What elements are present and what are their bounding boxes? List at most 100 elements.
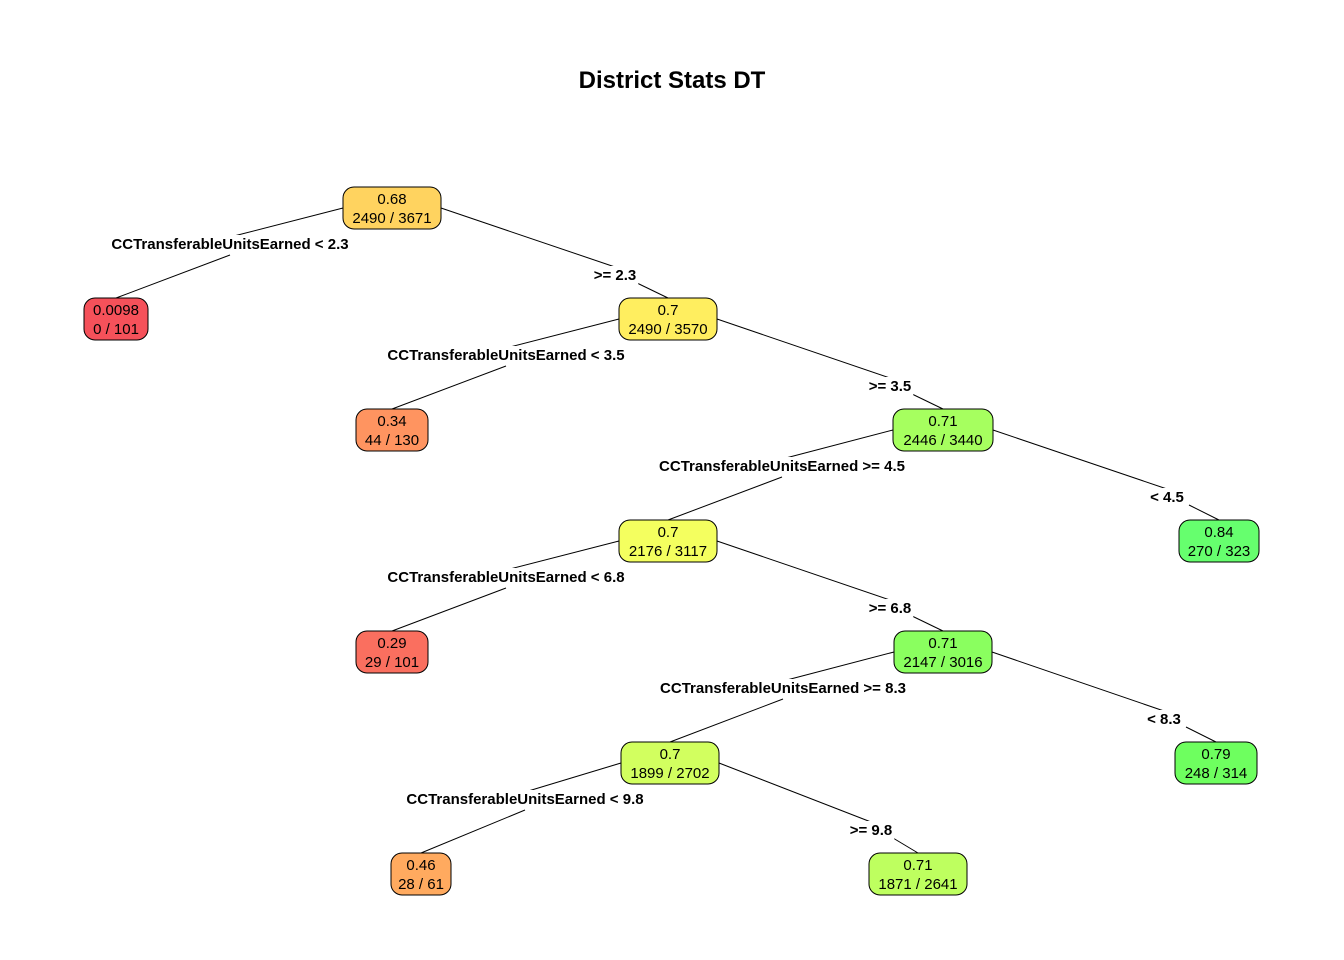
node-box <box>893 630 993 674</box>
node-box <box>892 408 994 452</box>
node-counts: 270 / 323 <box>1188 543 1251 560</box>
edge-left-s9 <box>782 651 895 682</box>
node-box <box>342 186 442 230</box>
edge-left-lower-s9 <box>669 698 784 743</box>
chart-title: District Stats DT <box>579 67 766 94</box>
split-label-left: CCTransferableUnitsEarned < 9.8 <box>406 791 643 808</box>
node-value: 0.71 <box>928 413 957 430</box>
node-value: 0.0098 <box>93 302 139 319</box>
node-value: 0.29 <box>377 635 406 652</box>
tree-nodes: 0.68 2490 / 3671 0.0098 0 / 101 0.7 2490 / 35… <box>83 186 1260 896</box>
tree-node: 0.84 270 / 323 <box>1178 519 1260 563</box>
split-label-bg <box>658 679 908 698</box>
split-labels: CCTransferableUnitsEarned < 2.3 >= 2.3CCT… <box>109 235 1186 840</box>
tree-node: 0.71 2446 / 3440 <box>892 408 994 452</box>
split-label-bg <box>385 346 627 365</box>
node-counts: 2490 / 3570 <box>628 321 707 338</box>
edge-left-lower-s5 <box>667 476 783 521</box>
edge-left-s3 <box>505 318 620 349</box>
edge-right-lower-s1 <box>636 282 669 299</box>
split-label-left: CCTransferableUnitsEarned >= 4.5 <box>659 458 905 475</box>
split-label-left: CCTransferableUnitsEarned < 2.3 <box>111 236 348 253</box>
tree-node: 0.71 1871 / 2641 <box>868 852 968 896</box>
node-box <box>83 297 149 341</box>
node-counts: 2490 / 3671 <box>352 210 431 227</box>
edge-right-s3 <box>716 318 891 379</box>
node-box <box>868 852 968 896</box>
tree-node: 0.46 28 / 61 <box>390 852 452 896</box>
node-counts: 29 / 101 <box>365 654 419 671</box>
node-value: 0.68 <box>377 191 406 208</box>
node-box <box>620 741 720 785</box>
split-label-bg <box>385 568 627 587</box>
tree-node: 0.79 248 / 314 <box>1174 741 1258 785</box>
split-label-right: < 8.3 <box>1147 711 1181 728</box>
node-counts: 1899 / 2702 <box>630 765 709 782</box>
split-label-right: < 4.5 <box>1150 489 1184 506</box>
edge-right-lower-s9 <box>1185 726 1217 743</box>
edge-right-lower-s6 <box>911 615 944 632</box>
split-label-left: CCTransferableUnitsEarned < 6.8 <box>387 569 624 586</box>
node-counts: 28 / 61 <box>398 876 444 893</box>
node-counts: 2147 / 3016 <box>903 654 982 671</box>
edge-right-s6 <box>716 540 891 601</box>
edge-left-lower-s11 <box>420 809 526 854</box>
node-counts: 0 / 101 <box>93 321 139 338</box>
node-box <box>618 519 718 563</box>
split-label-left: CCTransferableUnitsEarned >= 8.3 <box>660 680 906 697</box>
node-value: 0.7 <box>658 524 679 541</box>
tree-node: 0.34 44 / 130 <box>355 408 429 452</box>
node-box <box>355 630 429 674</box>
edge-left-lower-s1 <box>115 254 231 299</box>
edge-right-s5 <box>992 429 1168 490</box>
edge-left-s6 <box>505 540 620 571</box>
node-box <box>390 852 452 896</box>
split-label-bg <box>1148 488 1186 507</box>
edge-left-s5 <box>781 429 894 460</box>
node-value: 0.7 <box>658 302 679 319</box>
split-label-bg <box>866 377 914 396</box>
split-label-bg <box>1145 710 1183 729</box>
split-label-bg <box>591 266 639 285</box>
tree-node: 0.0098 0 / 101 <box>83 297 149 341</box>
node-box <box>355 408 429 452</box>
edge-right-lower-s3 <box>911 393 944 410</box>
tree-node: 0.7 2176 / 3117 <box>618 519 718 563</box>
node-value: 0.46 <box>406 857 435 874</box>
edge-right-s9 <box>991 651 1165 712</box>
node-value: 0.71 <box>928 635 957 652</box>
edge-right-lower-s5 <box>1188 504 1220 521</box>
node-counts: 1871 / 2641 <box>878 876 957 893</box>
node-value: 0.71 <box>903 857 932 874</box>
node-value: 0.7 <box>660 746 681 763</box>
split-label-bg <box>404 790 646 809</box>
tree-node: 0.29 29 / 101 <box>355 630 429 674</box>
edge-right-s1 <box>440 207 616 268</box>
node-value: 0.34 <box>377 413 406 430</box>
node-box <box>1174 741 1258 785</box>
node-counts: 44 / 130 <box>365 432 419 449</box>
edge-left-s11 <box>524 762 622 793</box>
node-box <box>1178 519 1260 563</box>
node-value: 0.84 <box>1204 524 1233 541</box>
node-counts: 2176 / 3117 <box>629 543 707 560</box>
node-counts: 2446 / 3440 <box>903 432 982 449</box>
split-label-right: >= 2.3 <box>594 267 637 284</box>
split-label-right: >= 9.8 <box>850 822 893 839</box>
node-value: 0.79 <box>1201 746 1230 763</box>
tree-node: 0.71 2147 / 3016 <box>893 630 993 674</box>
edge-left-lower-s6 <box>391 587 507 632</box>
split-label-bg <box>866 599 914 618</box>
split-label-right: >= 3.5 <box>869 378 912 395</box>
split-label-bg <box>847 821 895 840</box>
tree-edges <box>115 207 1220 854</box>
split-label-right: >= 6.8 <box>869 600 912 617</box>
node-box <box>618 297 718 341</box>
tree-node: 0.7 2490 / 3570 <box>618 297 718 341</box>
edge-left-s1 <box>229 207 344 238</box>
edge-left-lower-s3 <box>391 365 507 410</box>
node-counts: 248 / 314 <box>1185 765 1248 782</box>
split-label-bg <box>657 457 907 476</box>
split-label-bg <box>109 235 351 254</box>
